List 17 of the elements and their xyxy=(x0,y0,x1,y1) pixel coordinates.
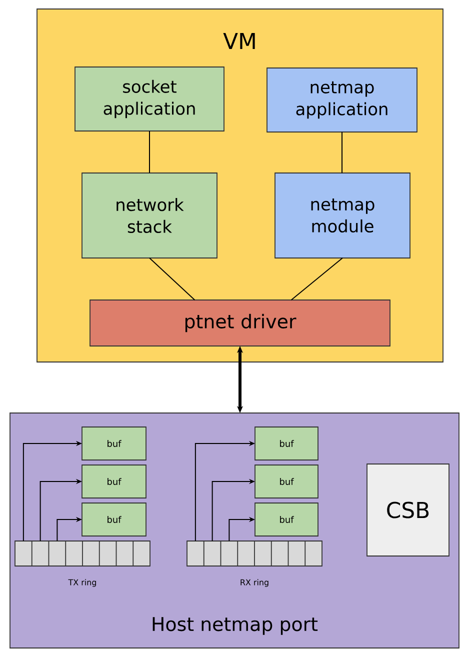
component-box: netmap module xyxy=(274,172,410,258)
component-box: CSB xyxy=(366,464,450,556)
component-box: network stack xyxy=(82,172,218,258)
connector-line xyxy=(290,258,343,300)
ring-buffer xyxy=(186,540,322,566)
connector-line xyxy=(149,130,150,174)
component-box: buf xyxy=(254,464,318,498)
component-box: socket application xyxy=(74,66,224,132)
ring-buffer xyxy=(14,540,150,566)
connector-line xyxy=(149,258,196,300)
component-box: buf xyxy=(254,502,318,536)
component-box: buf xyxy=(82,464,146,498)
component-box: netmap application xyxy=(266,68,418,132)
component-box: buf xyxy=(82,426,146,460)
component-box: ptnet driver xyxy=(90,300,390,346)
component-box: buf xyxy=(82,502,146,536)
component-box: buf xyxy=(254,426,318,460)
